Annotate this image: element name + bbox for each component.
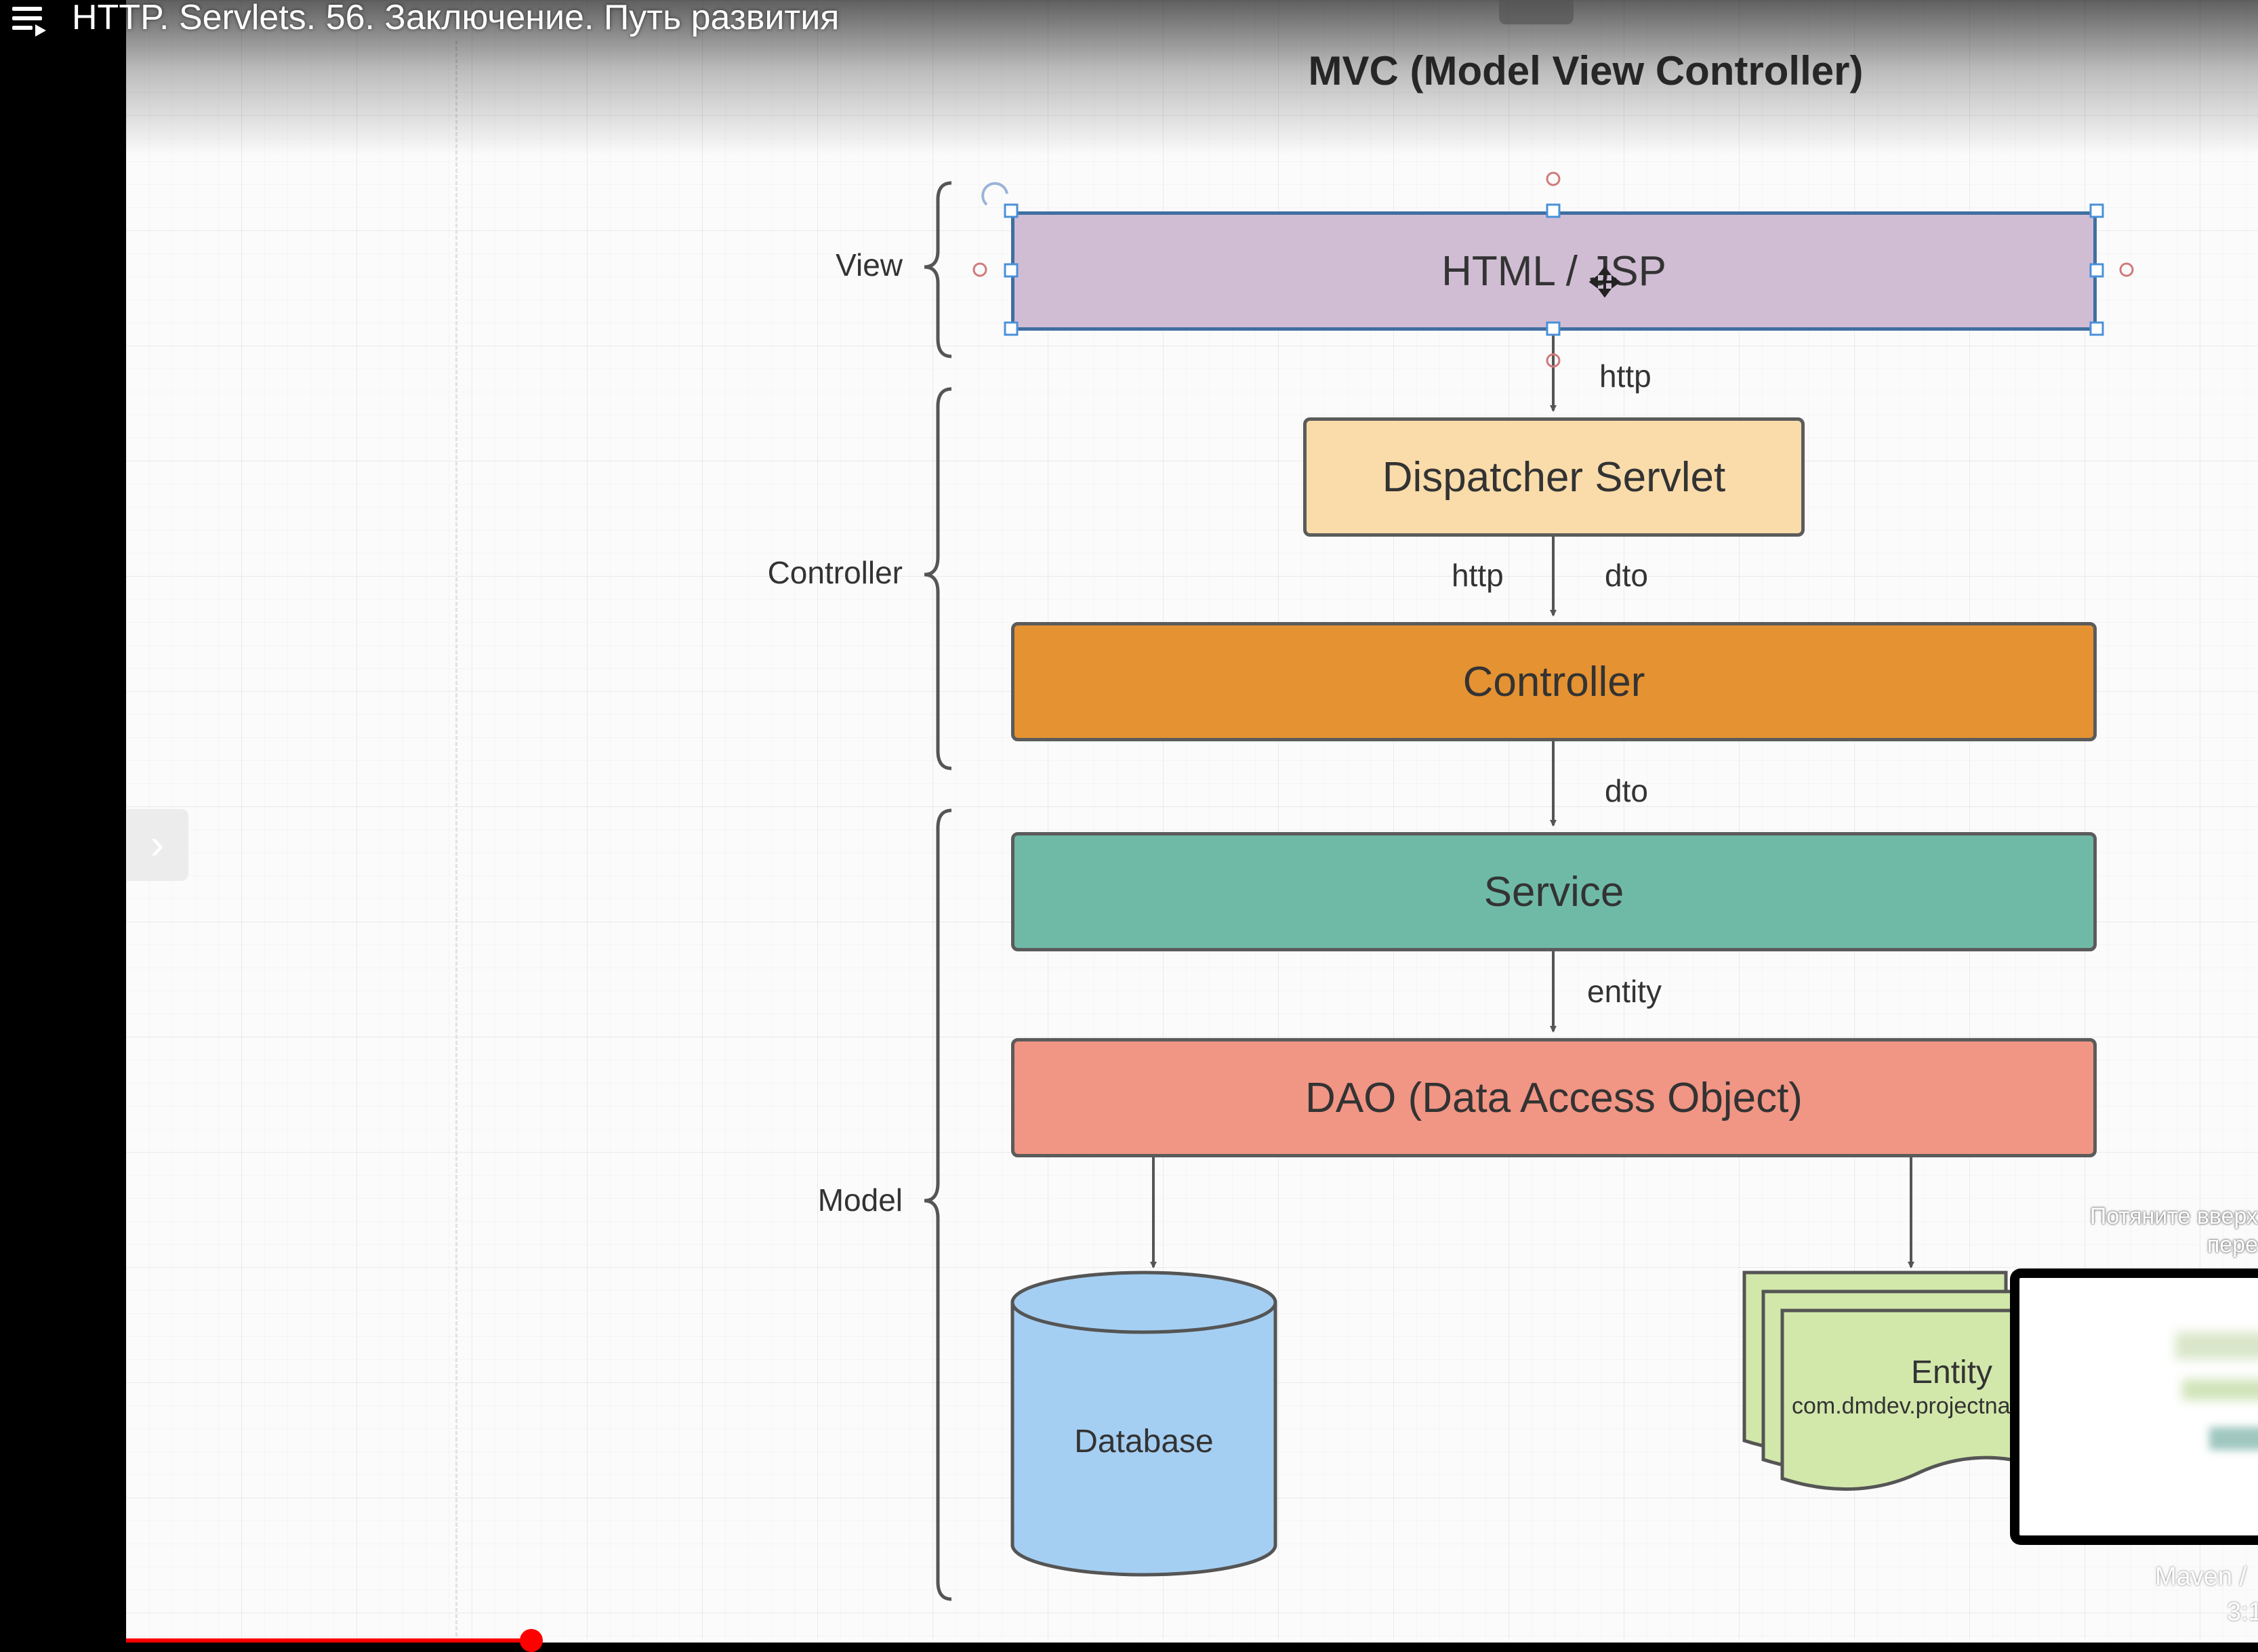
swipe-hint-line-1: Потяните вверх: [2089, 1203, 2258, 1229]
dispatcher-servlet-block[interactable]: Dispatcher Servlet: [1303, 417, 1805, 537]
video-progress-bar[interactable]: [126, 1629, 2258, 1652]
entity-label: Entity: [1911, 1355, 1993, 1390]
dao-block[interactable]: DAO (Data Access Object): [1011, 1038, 2097, 1157]
arrow-label-dto-right: dto: [1605, 558, 1648, 593]
chevron-right-icon: ›: [150, 821, 165, 868]
service-label: Service: [1483, 868, 1624, 915]
layer-label-controller: Controller: [767, 555, 903, 590]
pip-video-window[interactable]: [2010, 1268, 2258, 1545]
controller-block[interactable]: Controller: [1011, 622, 2097, 741]
playlist-menu-icon[interactable]: [9, 3, 50, 38]
arrow-label-entity: entity: [1587, 974, 1662, 1009]
move-cursor-icon: [1588, 266, 1621, 298]
service-block[interactable]: Service: [1011, 832, 2097, 951]
progress-fill: [126, 1638, 531, 1643]
corner-time: 3:1: [2227, 1598, 2258, 1626]
html-jsp-label: HTML / JSP: [1441, 247, 1666, 295]
database-label: Database: [1074, 1424, 1214, 1460]
dao-label: DAO (Data Access Object): [1305, 1074, 1803, 1121]
arrow-label-http-top: http: [1599, 358, 1651, 394]
video-title: HTTP. Servlets. 56. Заключение. Путь раз…: [72, 0, 840, 37]
controller-label: Controller: [1462, 658, 1645, 705]
view-brace: [924, 181, 952, 358]
top-tab-handle[interactable]: [1499, 0, 1574, 24]
swipe-hint-text: Потяните вверх пере: [2080, 1202, 2258, 1259]
page-boundary-line: [455, 41, 457, 1643]
arrow-label-dto: dto: [1605, 773, 1648, 808]
corner-text: Maven /: [2155, 1563, 2247, 1591]
sidebar-expand-button[interactable]: ›: [126, 809, 188, 881]
player-left-bar: [0, 0, 126, 1643]
database-cylinder: [1010, 1271, 1277, 1577]
dispatcher-servlet-label: Dispatcher Servlet: [1382, 453, 1726, 501]
progress-scrubber[interactable]: [519, 1629, 543, 1652]
connection-points: [972, 171, 2134, 368]
model-brace: [924, 808, 952, 1601]
controller-brace: [924, 387, 952, 770]
selection-handles: [1004, 203, 2104, 336]
entity-document-stack: [1742, 1271, 2046, 1491]
rotate-handle-icon: [981, 182, 1008, 206]
swipe-hint-line-2: пере: [2206, 1232, 2258, 1258]
arrow-label-http-left: http: [1452, 558, 1504, 593]
layer-label-view: View: [836, 247, 903, 283]
layer-label-model: Model: [817, 1182, 903, 1218]
entity-package-label: com.dmdev.projectna: [1792, 1393, 2011, 1419]
